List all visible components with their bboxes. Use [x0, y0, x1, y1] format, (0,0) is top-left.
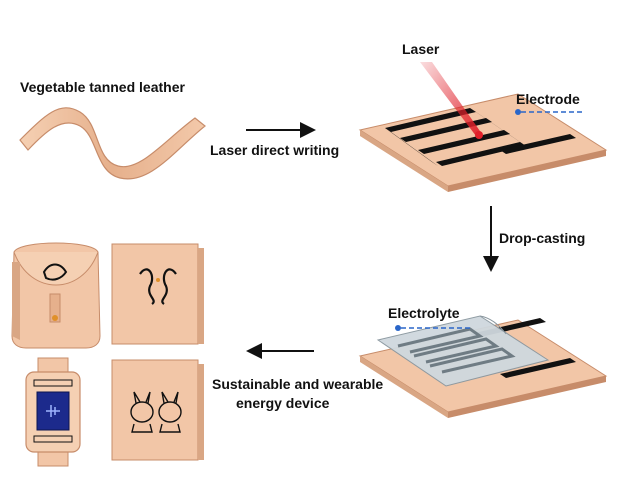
device-label-line1: Sustainable and wearable	[212, 376, 383, 392]
electrolyte-label: Electrolyte	[388, 305, 460, 321]
electrode-marker	[515, 109, 521, 115]
electrode-label: Electrode	[516, 91, 580, 107]
notebook-icon-2	[111, 359, 204, 461]
drop-casting-label: Drop-casting	[499, 230, 585, 246]
laser-spot	[475, 131, 483, 139]
laser-beam-icon	[420, 62, 482, 136]
electrolyte-marker	[395, 325, 401, 331]
watch-icon	[25, 357, 81, 467]
notebook-icon	[111, 243, 204, 345]
device-label-line2: energy device	[236, 395, 330, 411]
electrode-pattern	[385, 108, 576, 166]
leather-label: Vegetable tanned leather	[20, 79, 185, 95]
laser-label: Laser	[402, 41, 440, 57]
electrode-board	[358, 93, 608, 192]
bag-icon	[11, 242, 101, 349]
leather-strip-icon	[19, 107, 206, 180]
laser-writing-label: Laser direct writing	[210, 142, 339, 158]
electrolyte-board	[358, 315, 608, 418]
